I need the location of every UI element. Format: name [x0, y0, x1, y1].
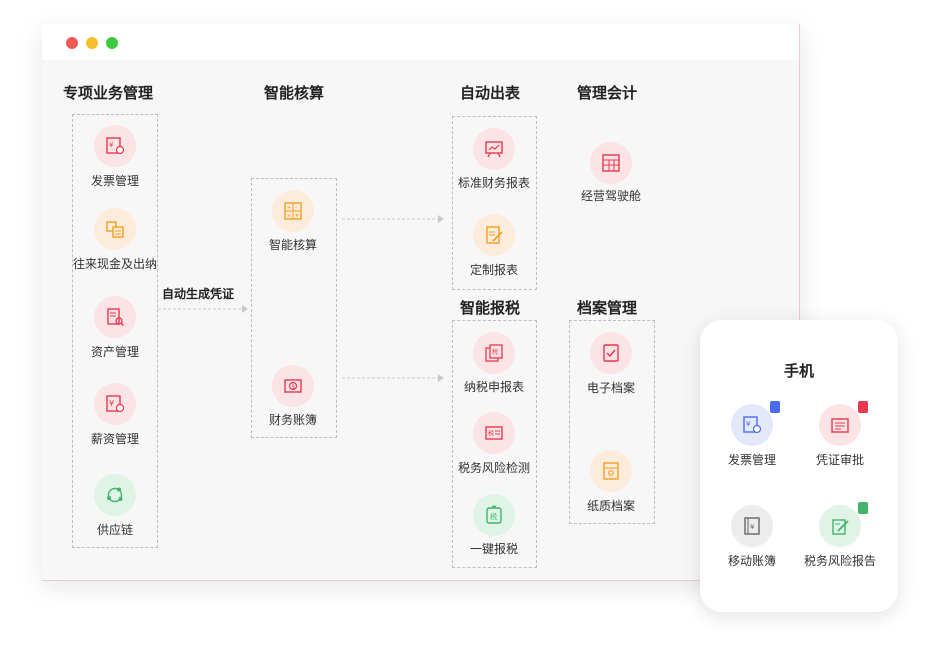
section-title-mgmt-acct: 管理会计 — [577, 84, 638, 102]
mobile-tax-risk-icon[interactable] — [819, 505, 861, 547]
section-title-auto-report: 自动出表 — [460, 84, 521, 102]
svg-text:税: 税 — [490, 512, 497, 521]
smart-calc-icon[interactable]: +-×¥ — [272, 190, 314, 232]
custom-report-icon[interactable] — [473, 214, 515, 256]
standard-report-icon[interactable] — [473, 128, 515, 170]
maximize-dot[interactable] — [106, 37, 118, 49]
svg-text:¥: ¥ — [109, 399, 114, 408]
one-click-tax-icon[interactable]: 税 — [473, 494, 515, 536]
supply-chain-label: 供应链 — [96, 523, 133, 537]
svg-text:¥: ¥ — [746, 420, 751, 428]
section-title-smart-tax: 智能报税 — [460, 299, 521, 317]
arrow-label: 自动生成凭证 — [162, 287, 235, 301]
archive-box — [569, 320, 655, 524]
svg-text:$: $ — [291, 383, 295, 390]
svg-text:¥: ¥ — [109, 141, 114, 149]
svg-text:-: - — [295, 205, 297, 212]
cash-cashier-icon[interactable] — [94, 208, 136, 250]
mobile-invoice-label: 发票管理 — [727, 453, 776, 467]
mobile-panel: 手机 ¥ 发票管理 凭证审批 ¥ 移动账簿 税务风险报告 — [700, 320, 898, 612]
arrowhead-voucher — [242, 305, 248, 313]
section-title-smart-calc: 智能核算 — [264, 84, 325, 102]
minimize-dot[interactable] — [86, 37, 98, 49]
salary-mgmt-label: 薪资管理 — [90, 432, 139, 446]
mobile-voucher-label: 凭证审批 — [815, 453, 864, 467]
mobile-invoice-badge-icon — [770, 401, 780, 413]
mobile-ledger-icon[interactable]: ¥ — [731, 505, 773, 547]
svg-text:¥: ¥ — [750, 523, 755, 531]
mobile-title: 手机 — [783, 362, 814, 380]
supply-chain-icon[interactable] — [94, 474, 136, 516]
report-box — [452, 116, 537, 290]
smart-calc-label: 智能核算 — [268, 238, 317, 252]
arrowhead-report — [438, 215, 444, 223]
svg-text:税: 税 — [488, 430, 494, 438]
cash-cashier-label: 往来现金及出纳 — [72, 257, 157, 271]
salary-mgmt-icon[interactable]: ¥ — [94, 383, 136, 425]
paper-archive-icon[interactable] — [590, 450, 632, 492]
mobile-invoice-icon[interactable]: ¥ — [731, 404, 773, 446]
tax-risk-icon[interactable]: 税 — [473, 412, 515, 454]
section-title-archive: 档案管理 — [577, 299, 638, 317]
mobile-tax-risk-badge-icon — [858, 502, 868, 514]
ledger-label: 财务账簿 — [268, 413, 317, 427]
dashboard-label: 经营驾驶舱 — [580, 189, 641, 203]
mobile-ledger-label: 移动账簿 — [727, 554, 776, 568]
dashboard-icon[interactable] — [590, 142, 632, 184]
e-archive-icon[interactable] — [590, 332, 632, 374]
standard-report-label: 标准财务报表 — [457, 176, 530, 190]
arrowhead-tax — [438, 374, 444, 382]
close-dot[interactable] — [66, 37, 78, 49]
svg-text:+: + — [287, 205, 292, 212]
calc-box — [251, 178, 337, 438]
svg-text:×: × — [287, 213, 292, 220]
tax-return-icon[interactable]: 税 — [473, 332, 515, 374]
tax-risk-label: 税务风险检测 — [457, 461, 530, 475]
invoice-mgmt-icon[interactable]: ¥ — [94, 125, 136, 167]
svg-text:税: 税 — [492, 348, 498, 356]
mobile-tax-risk-label: 税务风险报告 — [803, 554, 876, 568]
ledger-icon[interactable]: $ — [272, 365, 314, 407]
svg-text:¥: ¥ — [295, 213, 299, 220]
invoice-mgmt-label: 发票管理 — [90, 174, 139, 188]
asset-mgmt-label: 资产管理 — [90, 345, 139, 359]
app-window — [42, 24, 800, 581]
section-title-special: 专项业务管理 — [63, 84, 154, 102]
paper-archive-label: 纸质档案 — [586, 499, 635, 513]
special-box — [72, 114, 158, 548]
one-click-tax-label: 一键报税 — [469, 542, 518, 556]
mobile-voucher-badge-icon — [858, 401, 868, 413]
title-bar — [42, 24, 799, 60]
tax-return-label: 纳税申报表 — [463, 380, 524, 394]
e-archive-label: 电子档案 — [586, 381, 635, 395]
tax-box — [452, 320, 537, 568]
custom-report-label: 定制报表 — [469, 263, 518, 277]
asset-mgmt-icon[interactable] — [94, 296, 136, 338]
mobile-voucher-icon[interactable] — [819, 404, 861, 446]
